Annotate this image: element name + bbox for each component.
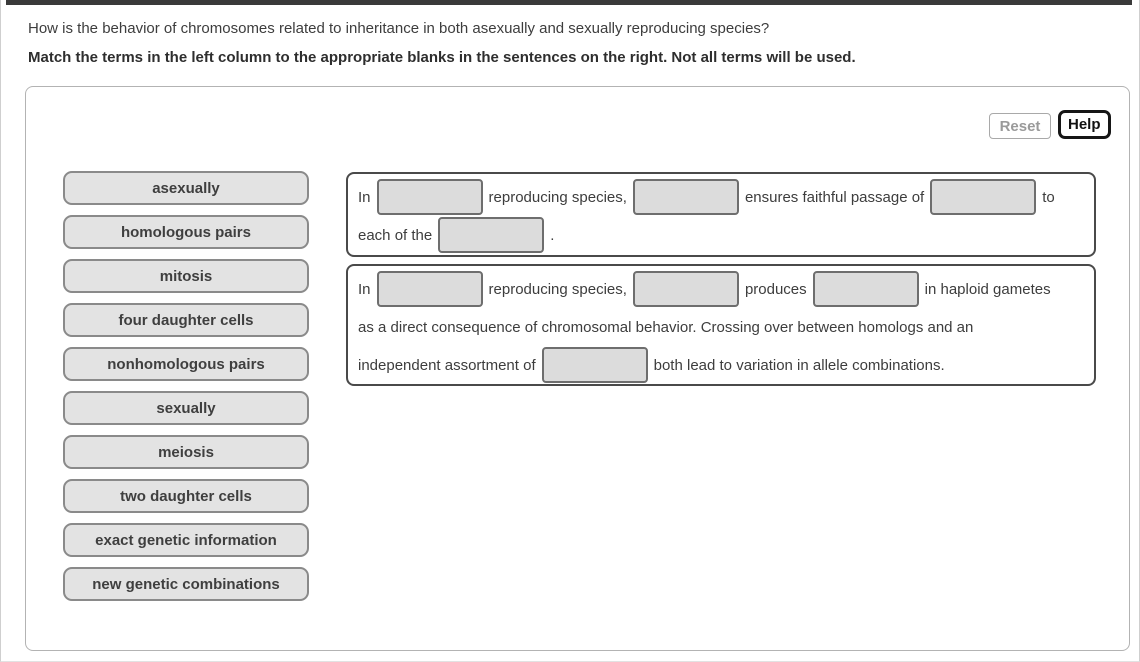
sentence-text: reproducing species,: [488, 280, 627, 298]
sentence-box-1: In reproducing species, ensures faithful p…: [346, 172, 1096, 257]
term-chip[interactable]: four daughter cells: [63, 303, 309, 337]
blank-slot[interactable]: [632, 179, 739, 215]
sentence-text: each of the: [358, 226, 433, 244]
term-chip[interactable]: exact genetic information: [63, 523, 309, 557]
sentence-text: produces: [744, 280, 807, 298]
blank-slot[interactable]: [541, 347, 648, 383]
term-label: two daughter cells: [120, 487, 252, 505]
sentence-text: ensures faithful passage of: [744, 188, 925, 206]
sentence-line: In reproducing species, produces in haploid…: [358, 270, 1084, 308]
sentence-text: to: [1042, 188, 1055, 206]
term-chip[interactable]: nonhomologous pairs: [63, 347, 309, 381]
sentence-box-2: In reproducing species, produces in haploid…: [346, 264, 1096, 386]
sentence-text: reproducing species,: [488, 188, 627, 206]
blank-slot[interactable]: [438, 217, 545, 253]
term-label: exact genetic information: [95, 531, 277, 549]
reset-button[interactable]: Reset: [989, 113, 1051, 139]
sentence-line: each of the.: [358, 216, 1084, 254]
blank-slot[interactable]: [930, 179, 1037, 215]
term-chip[interactable]: meiosis: [63, 435, 309, 469]
instruction-text: Match the terms in the left column to th…: [28, 49, 856, 66]
sentence-line: as a direct consequence of chromosomal b…: [358, 308, 1084, 346]
term-label: mitosis: [159, 267, 213, 285]
activity-panel: Reset Help asexually homologous pairs mito…: [25, 86, 1130, 651]
terms-column: asexually homologous pairs mitosis four dau…: [63, 171, 309, 611]
sentence-text: independent assortment of: [358, 356, 536, 374]
sentence-text: In: [358, 280, 371, 298]
term-chip[interactable]: new genetic combinations: [63, 567, 309, 601]
term-label: nonhomologous pairs: [107, 355, 265, 373]
term-chip[interactable]: mitosis: [63, 259, 309, 293]
term-label: asexually: [152, 179, 220, 197]
blank-slot[interactable]: [376, 179, 483, 215]
help-button[interactable]: Help: [1058, 110, 1111, 139]
sentence-line: In reproducing species, ensures faithful p…: [358, 178, 1084, 216]
sentence-text: .: [550, 226, 555, 244]
question-text: How is the behavior of chromosomes relat…: [28, 20, 770, 37]
term-chip[interactable]: sexually: [63, 391, 309, 425]
term-label: four daughter cells: [118, 311, 254, 329]
sentence-text: as a direct consequence of chromosomal b…: [358, 318, 974, 336]
term-label: sexually: [156, 399, 216, 417]
term-chip[interactable]: two daughter cells: [63, 479, 309, 513]
sentence-text: both lead to variation in allele combina…: [653, 356, 945, 374]
top-divider-bar: [6, 0, 1132, 5]
sentence-text: in haploid gametes: [924, 280, 1051, 298]
term-chip[interactable]: homologous pairs: [63, 215, 309, 249]
term-chip[interactable]: asexually: [63, 171, 309, 205]
term-label: meiosis: [158, 443, 214, 461]
term-label: new genetic combinations: [92, 575, 280, 593]
blank-slot[interactable]: [632, 271, 739, 307]
term-label: homologous pairs: [120, 223, 251, 241]
sentence-line: independent assortment of both lead to va…: [358, 346, 1084, 384]
blank-slot[interactable]: [812, 271, 919, 307]
blank-slot[interactable]: [376, 271, 483, 307]
sentence-text: In: [358, 188, 371, 206]
